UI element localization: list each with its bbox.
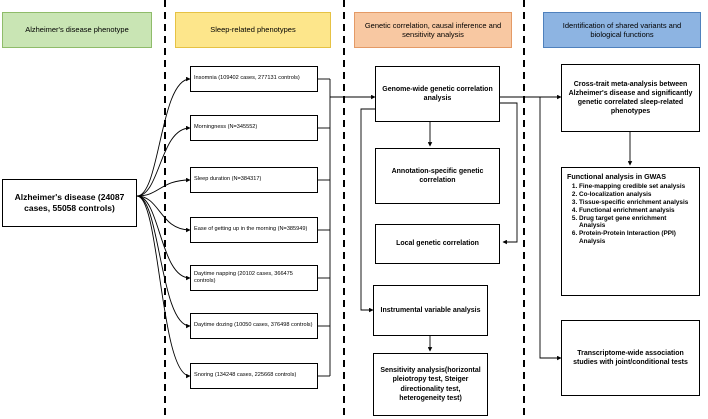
- annotation-specific-correlation-box: Annotation-specific genetic correlation: [375, 148, 500, 204]
- cross-trait-meta-analysis-box: Cross-trait meta-analysis between Alzhei…: [561, 64, 700, 132]
- genome-wide-correlation-box: Genome-wide genetic correlation analysis: [375, 66, 500, 122]
- twas-box: Transcriptome-wide association studies w…: [561, 320, 700, 396]
- phenotype-box-daytime-napping: Daytime napping (20102 cases, 366475 con…: [190, 265, 318, 291]
- phenotype-box-snoring: Snoring (134248 cases, 225668 controls): [190, 363, 318, 389]
- phenotype-box-insomnia: Insomnia (109402 cases, 277131 controls): [190, 66, 318, 92]
- phenotype-box-ease-getting-up: Ease of getting up in the morning (N=385…: [190, 217, 318, 243]
- instrumental-variable-box: Instrumental variable analysis: [373, 285, 488, 336]
- alzheimers-disease-box: Alzheimer's disease (24087 cases, 55058 …: [2, 179, 137, 227]
- list-item: Tissue-specific enrichment analysis: [579, 199, 694, 207]
- header-sleep-phenotypes: Sleep-related phenotypes: [175, 12, 331, 48]
- functional-analysis-list: Fine-mapping credible set analysis Co-lo…: [567, 183, 694, 246]
- list-item: Protein-Protein Interaction (PPI) Analys…: [579, 230, 694, 246]
- list-item: Fine-mapping credible set analysis: [579, 183, 694, 191]
- list-item: Co-localization analysis: [579, 191, 694, 199]
- functional-analysis-title: Functional analysis in GWAS: [567, 172, 667, 181]
- list-item: Functional enrichment analysis: [579, 207, 694, 215]
- list-item: Drug target gene enrichment Analysis: [579, 215, 694, 231]
- phenotype-box-daytime-dozing: Daytime dozing (10050 cases, 376498 cont…: [190, 313, 318, 339]
- sensitivity-analysis-box: Sensitivity analysis(horizontal pleiotro…: [373, 353, 488, 416]
- header-shared-variants: Identification of shared variants and bi…: [543, 12, 701, 48]
- phenotype-box-morningness: Morningness (N=345552): [190, 115, 318, 141]
- column-dividers: [164, 0, 525, 419]
- phenotype-box-sleep-duration: Sleep duration (N=384317): [190, 167, 318, 193]
- functional-analysis-box: Functional analysis in GWAS Fine-mapping…: [561, 167, 700, 296]
- header-genetic-correlation: Genetic correlation, causal inference an…: [354, 12, 512, 48]
- local-genetic-correlation-box: Local genetic correlation: [375, 224, 500, 264]
- header-alzheimers-phenotype: Alzheimer's disease phenotype: [2, 12, 152, 48]
